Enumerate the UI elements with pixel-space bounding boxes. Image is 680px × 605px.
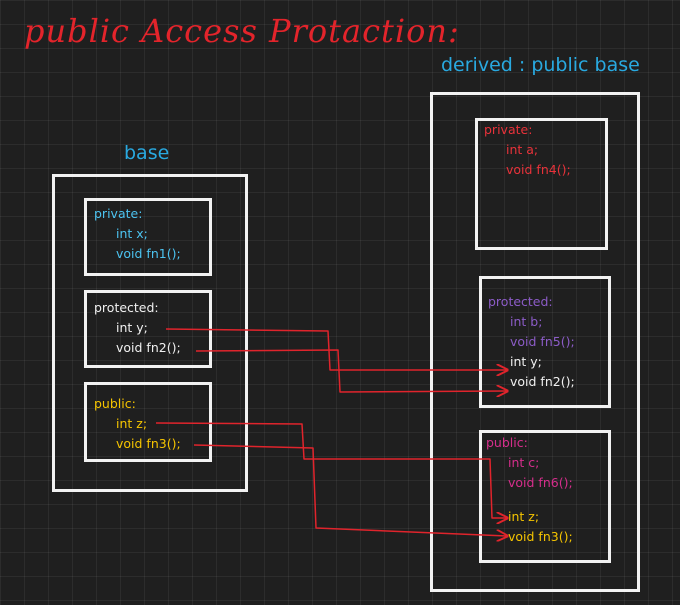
diagram-title: public Access Protaction:	[24, 12, 460, 50]
derived-protected-inherited-line: int y;	[510, 354, 542, 369]
derived-private-section	[475, 118, 608, 250]
base-private-line: void fn1();	[116, 246, 181, 261]
base-protected-code: protected: int y; void fn2();	[94, 298, 181, 358]
derived-public-inherited-line: void fn3();	[508, 529, 573, 544]
derived-protected-line: void fn5();	[510, 334, 575, 349]
base-public-section	[84, 382, 212, 462]
derived-private-line: void fn4();	[506, 162, 571, 177]
arrow-fn3	[193, 444, 507, 536]
derived-public-line: int c;	[508, 455, 540, 470]
derived-class-label: derived : public base	[441, 54, 640, 76]
derived-protected-inherited-line: void fn2();	[510, 374, 575, 389]
base-public-code: public: int z; void fn3();	[94, 394, 181, 454]
derived-public-line: void fn6();	[508, 475, 573, 490]
derived-public-code: public: int c; void fn6(); int z; void f…	[486, 433, 573, 547]
derived-protected-line: int b;	[510, 314, 543, 329]
base-public-line: void fn3();	[116, 436, 181, 451]
derived-private-code: private: int a; void fn4();	[484, 120, 571, 180]
derived-public-inherited-line: int z;	[508, 509, 540, 524]
base-class-label: base	[124, 142, 170, 164]
derived-class-box	[430, 92, 640, 592]
base-protected-head: protected:	[94, 300, 159, 315]
base-protected-line: void fn2();	[116, 340, 181, 355]
derived-protected-code: protected: int b; void fn5(); int y; voi…	[488, 292, 575, 392]
base-private-head: private:	[94, 206, 143, 221]
base-protected-line: int y;	[116, 320, 148, 335]
base-public-head: public:	[94, 396, 136, 411]
base-private-section	[84, 198, 212, 276]
base-public-line: int z;	[116, 416, 148, 431]
derived-public-section	[479, 430, 611, 563]
arrow-int-z	[155, 422, 507, 518]
derived-public-head: public:	[486, 435, 528, 450]
derived-protected-section	[479, 276, 611, 408]
arrow-fn2	[195, 349, 507, 392]
derived-private-head: private:	[484, 122, 533, 137]
derived-protected-head: protected:	[488, 294, 553, 309]
derived-private-line: int a;	[506, 142, 539, 157]
base-private-code: private: int x; void fn1();	[94, 204, 181, 264]
base-class-box	[52, 174, 248, 492]
base-private-line: int x;	[116, 226, 148, 241]
